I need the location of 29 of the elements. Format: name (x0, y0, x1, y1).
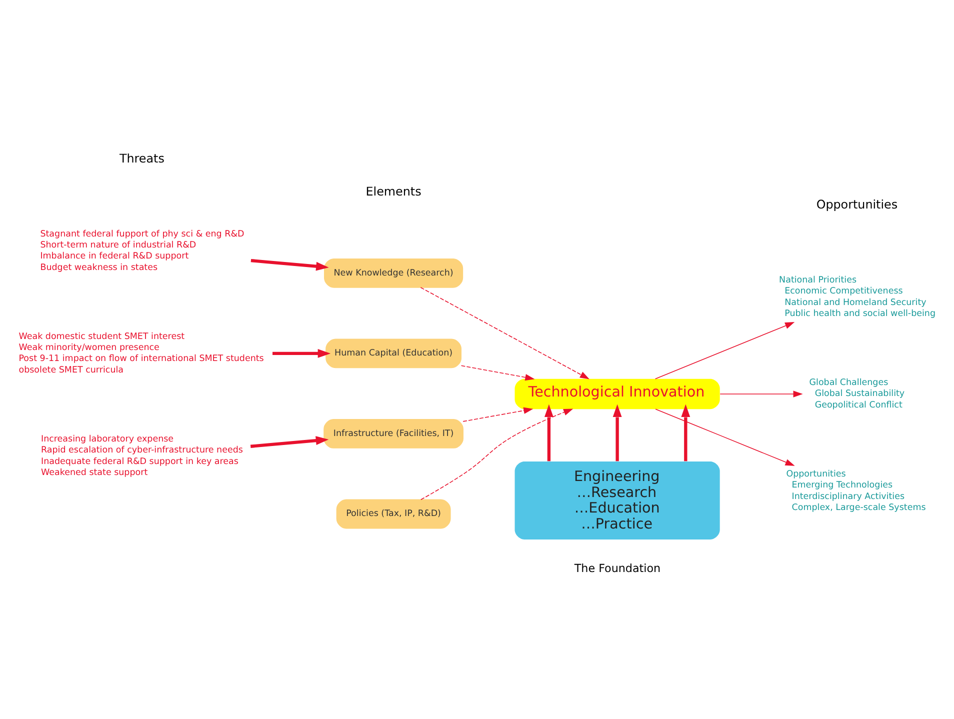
node-box: Human Capital (Education) (326, 338, 462, 368)
arrow (655, 408, 795, 466)
node-text: National Priorities Economic Competitiveness National and Homeland Security Public health and social well-being (779, 275, 936, 318)
arrow (462, 406, 534, 422)
node-box: New Knowledge (Research) (324, 258, 464, 288)
arrow (250, 436, 329, 448)
arrow (420, 408, 574, 500)
arrow (420, 286, 590, 379)
arrow (681, 404, 690, 461)
arrow (720, 390, 803, 397)
node-text: Opportunities Emerging Technologies Interdisciplinary Activities Complex, Large-scale Systems (786, 468, 926, 512)
label: Elements (366, 184, 422, 198)
label: Threats (119, 150, 164, 165)
node-text: Weak domestic student SMET interest Weak minority/women presence Post 9-11 impact on flow of international SMET students obsolete SMET curricula (18, 331, 264, 375)
arrow (250, 258, 329, 270)
node-label: The Foundation (574, 562, 661, 575)
node-box: Engineering …Research …Education …Practice (514, 461, 720, 539)
label: Opportunities (816, 196, 898, 211)
node-box: Policies (Tax, IP, R&D) (336, 498, 451, 528)
arrow (544, 404, 554, 461)
node-text: Stagnant federal fupport of phy sci & eng R&D Short-term nature of industrial R&D Imbalance in federal R&D support Budget weakness in states (40, 228, 244, 272)
node-text: Increasing laboratory expense Rapid escalation of cyber-infrastructure needs Inadequate federal R&D support in key areas Weakened state support (41, 434, 243, 478)
arrow (654, 322, 795, 379)
node-text: Global Challenges Global Sustainability Geopolitical Conflict (809, 378, 905, 410)
arrow (612, 404, 622, 461)
arrow (272, 348, 331, 358)
arrow (460, 364, 535, 380)
node-box: Infrastructure (Facilities, IT) (324, 418, 464, 448)
node-box: Technological Innovation (514, 378, 720, 409)
